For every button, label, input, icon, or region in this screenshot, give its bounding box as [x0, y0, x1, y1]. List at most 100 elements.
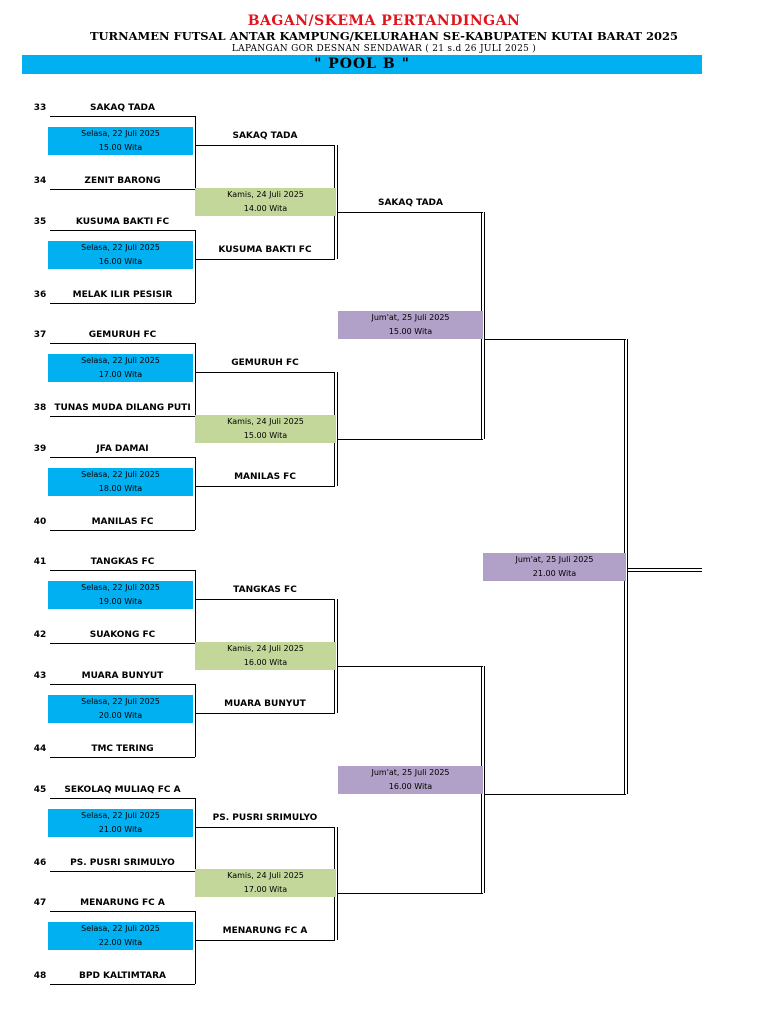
winner-name: MUARA BUNYUT	[224, 699, 306, 709]
bracket-line	[485, 793, 626, 795]
match-date: Selasa, 22 Juli 2025	[81, 469, 160, 479]
bracket-line	[50, 911, 195, 913]
match-date: Kamis, 24 Juli 2025	[227, 417, 304, 426]
team-name: PS. PUSRI SRIMULYO	[70, 857, 175, 868]
team-name: SUAKONG FC	[89, 630, 156, 641]
team-name: TANGKAS FC	[90, 557, 155, 568]
match-time: 20.00 Wita	[98, 711, 143, 720]
team-name: MANILAS FC	[91, 516, 154, 527]
seed-number: 46	[33, 857, 47, 868]
bracket-line	[50, 529, 195, 531]
bracket-line	[50, 757, 195, 758]
match-schedule-box: Selasa, 22 Juli 2025 20.00 Wita	[48, 695, 193, 723]
match-date: Jum'at, 25 Juli 2025	[371, 767, 450, 777]
match-date: Selasa, 22 Juli 2025	[81, 924, 160, 934]
bracket-line	[338, 211, 483, 213]
bracket-line	[50, 870, 195, 872]
match-schedule-box: Selasa, 22 Juli 2025 16.00 Wita	[48, 240, 193, 269]
bracket-line	[338, 893, 483, 895]
match-date: Kamis, 24 Juli 2025	[227, 189, 304, 199]
bracket-line	[50, 116, 195, 117]
bracket-line	[50, 643, 195, 645]
bracket-line	[195, 145, 335, 146]
page-title: BAGAN/SKEMA PERTANDINGAN	[247, 13, 521, 29]
seed-number: 37	[33, 330, 47, 341]
winner-name: SAKAQ TADA	[377, 197, 443, 208]
bracket-line	[50, 797, 195, 799]
bracket-line	[195, 456, 196, 530]
bracket-line	[195, 713, 335, 714]
bracket-line	[485, 339, 626, 341]
bracket-line	[50, 456, 195, 458]
match-schedule-box: Jum'at, 25 Juli 2025 16.00 Wita	[338, 765, 483, 794]
match-date: Selasa, 22 Juli 2025	[81, 810, 160, 820]
match-time: 15.00 Wita	[98, 143, 143, 152]
match-date: Selasa, 22 Juli 2025	[81, 242, 160, 252]
winner-name: TANGKAS FC	[233, 585, 297, 596]
bracket-line	[50, 189, 195, 190]
bracket-line	[195, 940, 335, 942]
team-name: KUSUMA BAKTI FC	[75, 216, 170, 227]
seed-number: 41	[33, 557, 47, 568]
match-date: Selasa, 22 Juli 2025	[81, 129, 160, 138]
bracket-line	[50, 984, 195, 986]
seed-number: 39	[33, 443, 47, 454]
team-name: TUNAS MUDA DILANG PUTI	[54, 403, 191, 414]
match-date: Jum'at, 25 Juli 2025	[371, 313, 450, 323]
match-time: 22.00 Wita	[98, 938, 143, 948]
seed-number: 35	[33, 216, 47, 227]
seed-number: 34	[33, 176, 47, 186]
winner-name: KUSUMA BAKTI FC	[218, 244, 312, 255]
bracket-line	[195, 485, 335, 487]
bracket-line	[338, 666, 483, 668]
match-date: Selasa, 22 Juli 2025	[81, 697, 160, 706]
page-subtitle: TURNAMEN FUTSAL ANTAR KAMPUNG/KELURAHAN …	[89, 29, 679, 43]
bracket-line	[195, 826, 335, 828]
pool-banner: " POOL B "	[22, 55, 702, 74]
pool-label: " POOL B "	[314, 56, 410, 72]
seed-number: 42	[33, 630, 47, 641]
seed-number: 38	[33, 403, 47, 414]
bracket-line	[50, 229, 195, 231]
team-name: JFA DAMAI	[96, 443, 149, 454]
bracket-line	[628, 567, 702, 569]
team-name: TMC TERING	[91, 744, 154, 754]
winner-name: PS. PUSRI SRIMULYO	[212, 812, 318, 823]
bracket-line	[50, 302, 195, 304]
team-name: MUARA BUNYUT	[81, 671, 164, 681]
winner-name: SAKAQ TADA	[232, 131, 298, 141]
match-time: 19.00 Wita	[98, 597, 143, 607]
bracket-line	[50, 343, 195, 345]
match-time: 17.00 Wita	[98, 370, 143, 380]
winner-name: MENARUNG FC A	[222, 926, 308, 937]
match-schedule-box: Selasa, 22 Juli 2025 15.00 Wita	[48, 127, 193, 155]
match-time: 18.00 Wita	[98, 483, 143, 493]
seed-number: 40	[33, 516, 47, 527]
venue-line: LAPANGAN GOR DESNAN SENDAWAR ( 21 s.d 26…	[231, 44, 537, 54]
bracket-line	[195, 258, 335, 260]
bracket-line	[195, 684, 196, 757]
match-time: 16.00 Wita	[98, 256, 143, 266]
match-date: Kamis, 24 Juli 2025	[227, 644, 304, 654]
seed-number: 48	[33, 971, 47, 982]
bracket-line	[195, 797, 196, 871]
bracket-line	[195, 911, 196, 985]
bracket-line	[50, 416, 195, 418]
team-name: SAKAQ TADA	[89, 103, 155, 113]
match-time: 16.00 Wita	[388, 781, 433, 791]
seed-number: 47	[33, 898, 47, 909]
bracket-line	[195, 599, 335, 601]
bracket-line	[195, 229, 196, 303]
seed-number: 45	[33, 784, 47, 795]
match-date: Jum'at, 25 Juli 2025	[515, 554, 594, 564]
bracket-line	[195, 343, 196, 417]
team-name: MELAK ILIR PESISIR	[72, 289, 173, 300]
bracket-line	[50, 684, 195, 685]
